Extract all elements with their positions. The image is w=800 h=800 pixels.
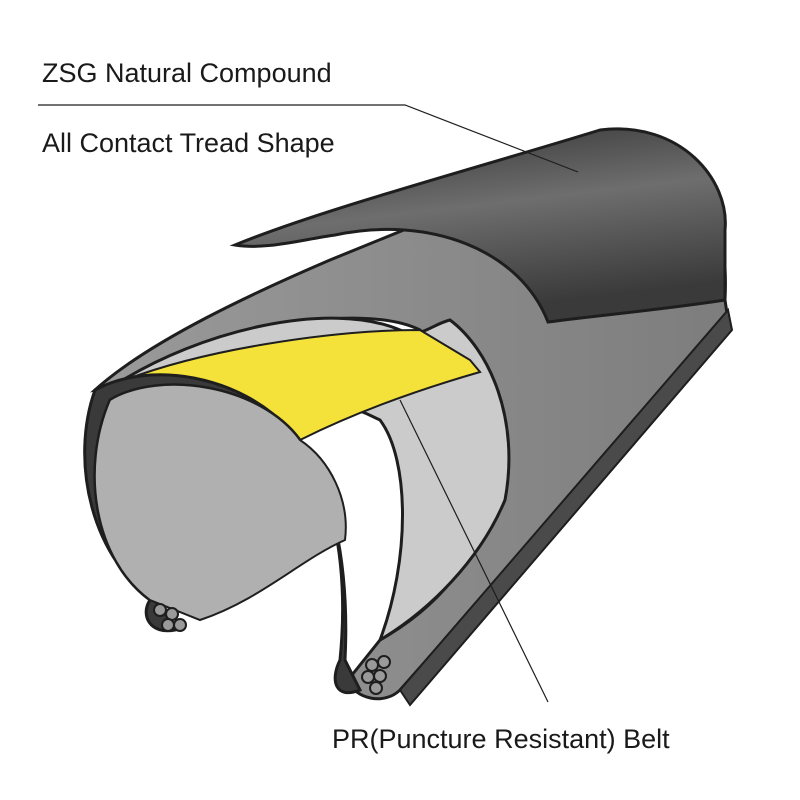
bead-wires-right	[361, 655, 391, 695]
tread-compound	[229, 127, 727, 324]
leader-line-top	[38, 104, 579, 173]
tire-bead-strip	[398, 307, 734, 707]
bead-wires-left	[153, 603, 187, 632]
label-zsg-natural-compound: ZSG Natural Compound	[42, 58, 332, 88]
leader-line-belt	[399, 399, 549, 703]
label-all-contact-tread-shape: All Contact Tread Shape	[42, 128, 335, 158]
label-pr-belt: PR(Puncture Resistant) Belt	[332, 724, 670, 754]
tire-inner-face	[93, 383, 347, 622]
